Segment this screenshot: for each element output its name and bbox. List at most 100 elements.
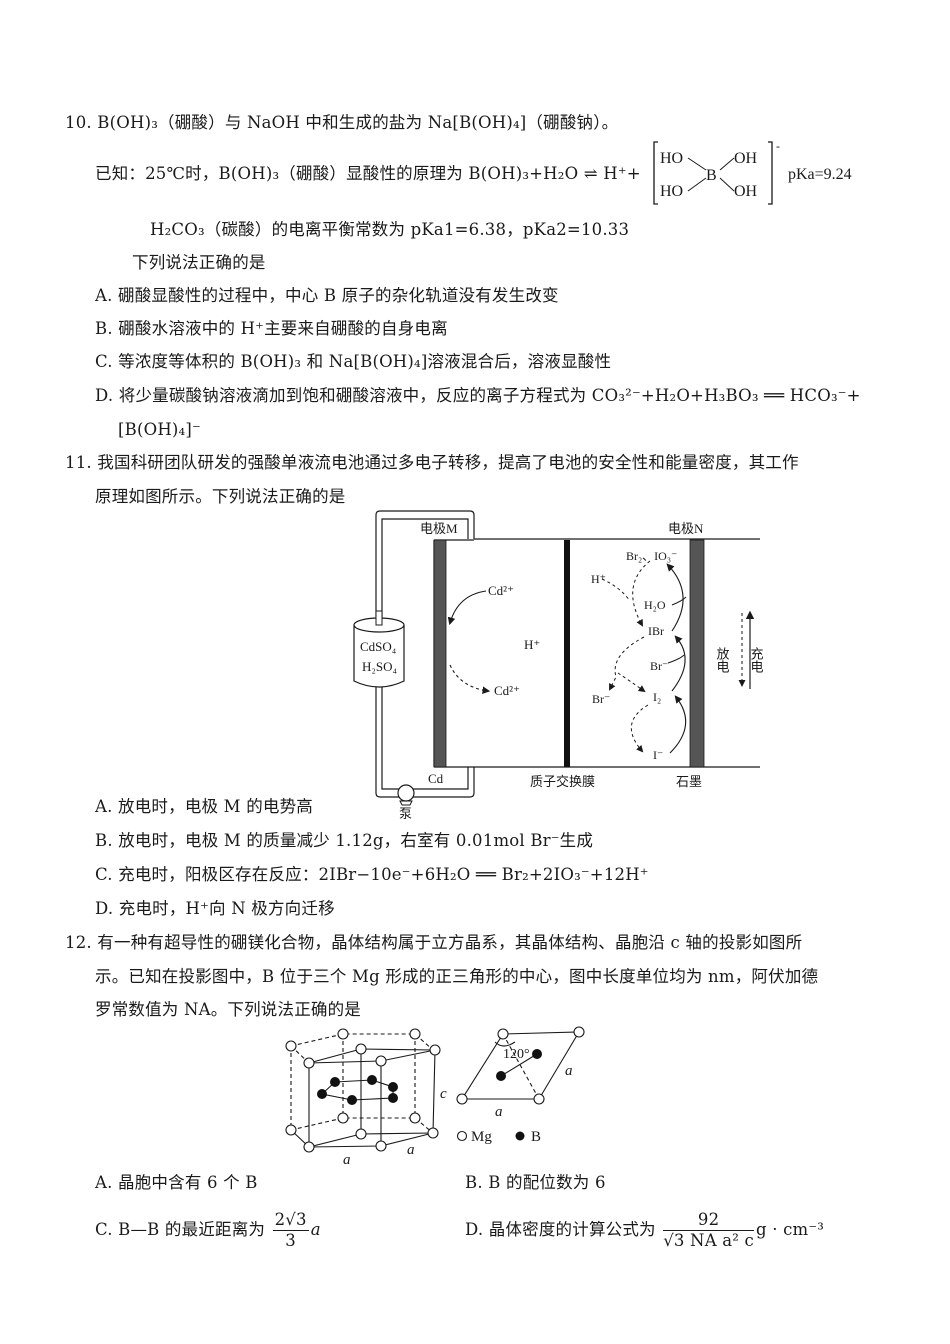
complex-bottom-left: HO	[660, 183, 683, 200]
complex-top-right: OH	[734, 150, 758, 167]
option-label: C.	[95, 865, 113, 884]
option-label: D.	[465, 1220, 484, 1239]
svg-text:质子交换膜: 质子交换膜	[530, 774, 595, 789]
option-label: B.	[95, 831, 113, 850]
q11-option-c[interactable]: C. 充电时，阳极区存在反应：2IBr−10e⁻+6H₂O ══ Br₂+2IO…	[95, 864, 649, 886]
electrode-n	[689, 539, 705, 768]
option-text: 硼酸显酸性的过程中，中心 B 原子的杂化轨道没有发生改变	[118, 286, 559, 305]
complex-top-left: HO	[660, 150, 683, 167]
svg-text:Mg: Mg	[471, 1129, 492, 1145]
option-label: A.	[95, 797, 113, 816]
q10-option-d[interactable]: D. 将少量碳酸钠溶液滴加到饱和硼酸溶液中，反应的离子方程式为 CO₃²⁻+H₂…	[95, 385, 861, 407]
svg-text:Br⁻: Br⁻	[650, 659, 668, 673]
complex-charge: -	[776, 139, 780, 153]
svg-text:c: c	[440, 1086, 447, 1102]
svg-text:IBr: IBr	[648, 624, 664, 638]
svg-text:Cd²⁺: Cd²⁺	[488, 583, 514, 598]
option-text: 等浓度等体积的 B(OH)₃ 和 Na[B(OH)₄]溶液混合后，溶液显酸性	[118, 352, 612, 371]
complex-center: B	[706, 167, 717, 184]
svg-text:Cd²⁺: Cd²⁺	[494, 683, 520, 698]
option-label: B.	[95, 319, 113, 338]
q10-intro-text: B(OH)₃（硼酸）与 NaOH 中和生成的盐为 Na[B(OH)₄]（硼酸钠）…	[97, 113, 619, 132]
option-label: C.	[95, 1220, 113, 1239]
q12-stem-text: 有一种有超导性的硼镁化合物，晶体结构属于立方晶系，其晶体结构、晶胞沿 c 轴的投…	[97, 933, 803, 952]
q12-option-a[interactable]: A. 晶胞中含有 6 个 B	[95, 1172, 258, 1194]
q11-stem-text: 我国科研团队研发的强酸单液流电池通过多电子转移，提高了电池的安全性和能量密度，其…	[97, 453, 799, 472]
svg-text:充电: 充电	[749, 646, 764, 673]
q12-option-b[interactable]: B. B 的配位数为 6	[465, 1172, 606, 1194]
svg-text:放电: 放电	[715, 647, 730, 673]
svg-text:电极N: 电极N	[668, 521, 704, 536]
svg-text:B: B	[531, 1129, 541, 1145]
option-text: 放电时，电极 M 的电势高	[118, 797, 314, 816]
pump-icon	[397, 784, 415, 802]
svg-text:I⁻: I⁻	[653, 748, 663, 762]
svg-text:H⁺: H⁺	[524, 637, 540, 652]
svg-text:H⁺: H⁺	[591, 572, 606, 586]
svg-text:I₂: I₂	[653, 690, 661, 704]
q10-option-b[interactable]: B. 硼酸水溶液中的 H⁺主要来自硼酸的自身电离	[95, 318, 448, 340]
svg-text:a: a	[565, 1063, 573, 1079]
q10-option-a[interactable]: A. 硼酸显酸性的过程中，中心 B 原子的杂化轨道没有发生改变	[95, 285, 559, 307]
option-label: C.	[95, 352, 113, 371]
option-label: D.	[95, 386, 114, 405]
q12-stem-line1: 12. 有一种有超导性的硼镁化合物，晶体结构属于立方晶系，其晶体结构、晶胞沿 c…	[65, 932, 802, 954]
fraction: 92 √3 NA a² c	[663, 1210, 754, 1250]
q10-number: 10.	[65, 113, 92, 132]
svg-text:120°: 120°	[503, 1047, 530, 1062]
svg-text:a: a	[407, 1142, 415, 1158]
flow-battery-diagram: CdSO₄ H₂SO₄ 电极M 电极N Cd 质子交换膜 石墨 泵 Cd²⁺ C…	[353, 510, 764, 821]
svg-text:石墨: 石墨	[676, 774, 702, 789]
q11-option-a[interactable]: A. 放电时，电极 M 的电势高	[95, 796, 313, 818]
option-text: 晶体密度的计算公式为	[488, 1220, 656, 1239]
q10-option-c[interactable]: C. 等浓度等体积的 B(OH)₃ 和 Na[B(OH)₄]溶液混合后，溶液显酸…	[95, 351, 611, 373]
crystal-structure-diagram: c a a a a 120° Mg B	[285, 1026, 585, 1168]
mg-atoms	[285, 1026, 585, 1153]
borate-complex-structure: HO OH B HO OH - pKa=9.24	[653, 139, 852, 205]
option-text: B—B 的最近距离为	[118, 1220, 266, 1239]
option-text: 硼酸水溶液中的 H⁺主要来自硼酸的自身电离	[118, 319, 448, 338]
q10-stem: 下列说法正确的是	[132, 253, 266, 272]
svg-text:H₂SO₄: H₂SO₄	[362, 659, 398, 674]
q10-known-prefix: 已知：25℃时，B(OH)₃（硼酸）显酸性的原理为 B(OH)₃+H₂O ⇌ H…	[95, 164, 641, 183]
option-text: 充电时，H⁺向 N 极方向迁移	[118, 899, 335, 918]
option-text: 充电时，阳极区存在反应：2IBr−10e⁻+6H₂O ══ Br₂+2IO₃⁻+…	[118, 865, 649, 884]
q11-option-d[interactable]: D. 充电时，H⁺向 N 极方向迁移	[95, 898, 335, 920]
svg-text:电极M: 电极M	[420, 521, 458, 536]
tank-icon	[353, 625, 405, 688]
proton-exchange-membrane	[564, 540, 570, 767]
option-label: D.	[95, 899, 114, 918]
q12-option-c[interactable]: C. B—B 的最近距离为 2√3 3 a	[95, 1210, 321, 1250]
q11-stem-line1: 11. 我国科研团队研发的强酸单液流电池通过多电子转移，提高了电池的安全性和能量…	[65, 452, 799, 474]
svg-text:a: a	[495, 1104, 503, 1120]
svg-text:a: a	[343, 1152, 351, 1168]
fraction: 2√3 3	[272, 1210, 309, 1250]
q12-number: 12.	[65, 933, 92, 952]
q12-stem-line2: 示。已知在投影图中，B 位于三个 Mg 形成的正三角形的中心，图中长度单位均为 …	[95, 967, 819, 986]
q11-stem-line2: 原理如图所示。下列说法正确的是	[95, 487, 346, 506]
q10-option-d-continuation: [B(OH)₄]⁻	[118, 420, 201, 439]
svg-text:Br₂、IO₃⁻: Br₂、IO₃⁻	[626, 549, 677, 563]
q10-known-equation: 已知：25℃时，B(OH)₃（硼酸）显酸性的原理为 B(OH)₃+H₂O ⇌ H…	[95, 163, 641, 185]
q11-number: 11.	[65, 453, 92, 472]
option-label: A.	[95, 286, 113, 305]
option-label: A.	[95, 1173, 113, 1192]
option-label: B.	[465, 1173, 483, 1192]
q10-carbonic: H₂CO₃（碳酸）的电离平衡常数为 pKa1=6.38，pKa2=10.33	[150, 220, 630, 239]
q12-stem-line3: 罗常数值为 NA。下列说法正确的是	[95, 1000, 361, 1019]
svg-text:H₂O: H₂O	[644, 598, 666, 612]
q10-pka: pKa=9.24	[788, 166, 852, 183]
option-text: B 的配位数为 6	[488, 1173, 606, 1192]
option-text: 将少量碳酸钠溶液滴加到饱和硼酸溶液中，反应的离子方程式为 CO₃²⁻+H₂O+H…	[118, 386, 861, 405]
svg-text:泵: 泵	[399, 806, 412, 821]
svg-text:CdSO₄: CdSO₄	[360, 639, 397, 654]
complex-bottom-right: OH	[734, 183, 758, 200]
q12-option-d[interactable]: D. 晶体密度的计算公式为 92 √3 NA a² c g · cm⁻³	[465, 1210, 825, 1250]
q10-intro: 10. B(OH)₃（硼酸）与 NaOH 中和生成的盐为 Na[B(OH)₄]（…	[65, 112, 618, 134]
option-text: 晶胞中含有 6 个 B	[118, 1173, 258, 1192]
b-atoms	[317, 1049, 542, 1141]
q11-option-b[interactable]: B. 放电时，电极 M 的质量减少 1.12g，右室有 0.01mol Br⁻生…	[95, 830, 593, 852]
svg-text:Br⁻: Br⁻	[592, 692, 610, 706]
svg-text:Cd: Cd	[428, 771, 444, 786]
option-text: 放电时，电极 M 的质量减少 1.12g，右室有 0.01mol Br⁻生成	[118, 831, 594, 850]
